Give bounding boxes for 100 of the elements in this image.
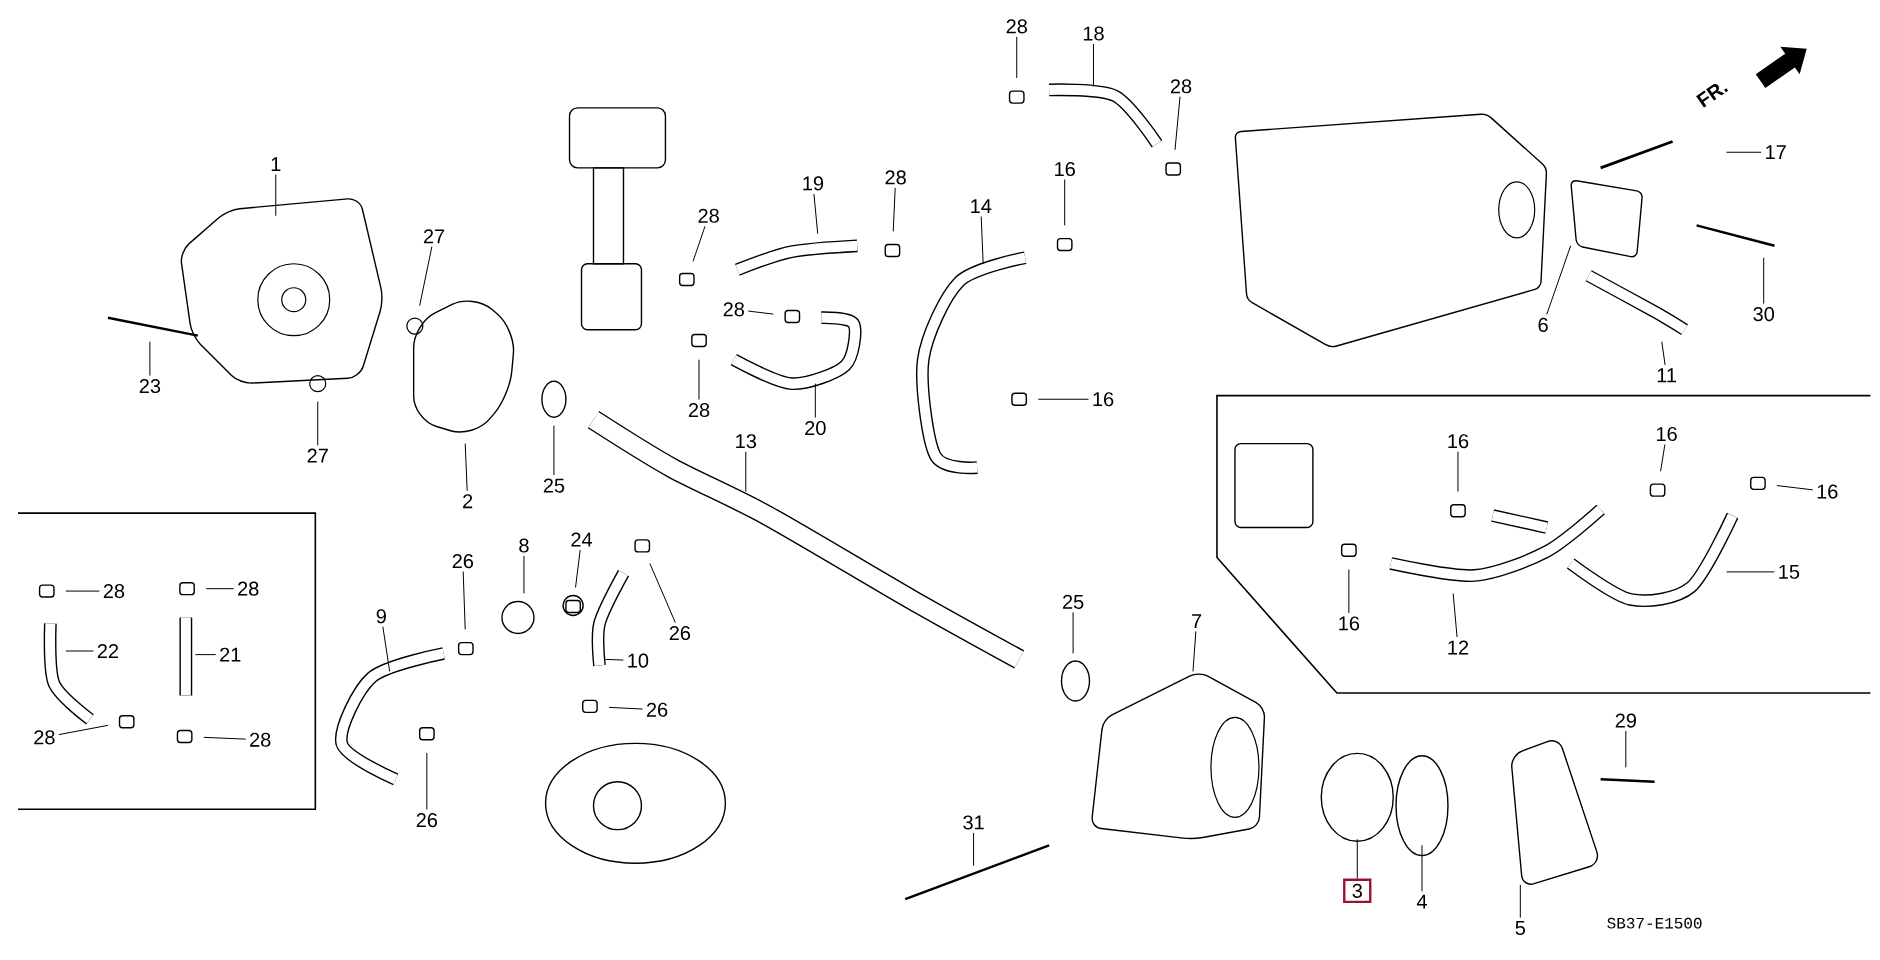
drawing-code: SB37-E1500 [1607,917,1702,929]
callout-number: 20 [805,420,826,435]
callout-number: 16 [1817,484,1838,499]
callout-number: 16 [1657,426,1677,441]
leader-line [462,570,466,630]
callout-number: 27 [307,448,328,463]
callout-number: 3 [1343,878,1372,903]
callout-number: 11 [1657,368,1676,382]
leader-line [698,359,700,400]
callout-number: 16 [1339,616,1360,631]
callout-number: 25 [1063,594,1084,609]
leader-line [65,590,100,592]
callout-number: 4 [1416,894,1427,909]
leader-line [1457,451,1459,492]
leader-line [523,555,525,594]
callout-number: 16 [1448,433,1469,449]
leader-line [1776,484,1814,491]
callout-number: 24 [571,532,593,547]
leader-line [813,193,819,235]
callout-number: 27 [423,229,445,243]
leader-line [275,173,277,217]
leader-line [814,383,816,418]
leader-line [692,225,706,262]
leader-line [649,562,676,623]
callout-number: 17 [1766,145,1786,159]
callout-number: 28 [103,583,125,598]
leader-line [1763,257,1765,304]
callout-number: 28 [723,302,745,317]
callout-number: 8 [519,538,529,553]
callout-number: 28 [1006,19,1027,34]
leader-line [747,310,774,315]
leader-line [980,215,984,265]
leader-line [1192,630,1197,672]
leader-line [1348,568,1350,614]
callout-number: 6 [1538,317,1548,332]
leader-line [892,187,896,232]
leader-line [1174,96,1181,151]
callout-number: 26 [416,812,438,827]
leader-line [1016,36,1018,79]
callout-number: 15 [1779,564,1800,579]
callout-number: 29 [1615,713,1636,728]
direction-label: FR. [1696,83,1729,108]
callout-number: 16 [1093,392,1114,407]
leader-line [608,706,644,710]
callout-number: 28 [238,581,259,596]
leader-line [1726,571,1775,573]
leader-line [194,653,217,655]
leader-line [1037,398,1090,400]
callout-number: 28 [698,208,719,223]
callout-number: 18 [1083,26,1104,41]
callout-number: 2 [463,494,473,508]
leader-line [553,424,555,476]
leader-line [745,451,747,492]
leader-line [464,442,468,492]
callout-number: 14 [971,199,992,213]
callout-number: 5 [1515,920,1526,935]
callout-number: 28 [885,170,906,185]
callout-number: 28 [1170,79,1192,94]
leader-line [149,341,151,376]
callout-number: 10 [628,653,649,668]
leader-line [382,626,391,672]
callout-number: 19 [803,176,824,191]
leader-line [1452,592,1458,638]
leader-line [1519,884,1521,918]
leader-line [1661,341,1666,366]
callout-number: 30 [1753,306,1775,321]
leader-line [605,658,624,661]
callout-number: 1 [271,157,281,171]
leader-line [205,588,235,589]
leader-line [1625,730,1627,768]
leader-line [317,400,319,446]
leader-line [419,245,433,307]
leader-line [1546,245,1572,315]
callout-number: 28 [688,402,710,417]
callout-number: 13 [736,433,756,449]
leader-line [426,752,428,810]
leader-line [575,549,581,588]
callout-number: 31 [963,815,984,830]
callout-number: 26 [669,625,691,640]
leader-line [1421,844,1423,892]
callout-number: 28 [34,730,55,745]
callout-number: 28 [250,732,271,747]
leader-line [1064,178,1066,226]
leader-line [203,736,247,740]
callout-number: 26 [452,553,474,568]
callout-number: 16 [1055,161,1075,176]
callout-number: 7 [1192,614,1202,628]
leader-line [1660,443,1666,472]
leader-line [58,724,109,735]
leader-line [973,832,975,866]
callout-number: 12 [1448,640,1469,655]
leader-line [1726,151,1762,153]
leader-line [1093,43,1094,87]
leader-line [1072,611,1074,654]
callout-number: 23 [139,378,161,393]
leader-line [65,650,94,652]
callout-number: 26 [646,702,668,717]
callout-number: 25 [543,478,565,493]
callout-number: 9 [376,609,386,624]
leader-line [1356,838,1358,879]
